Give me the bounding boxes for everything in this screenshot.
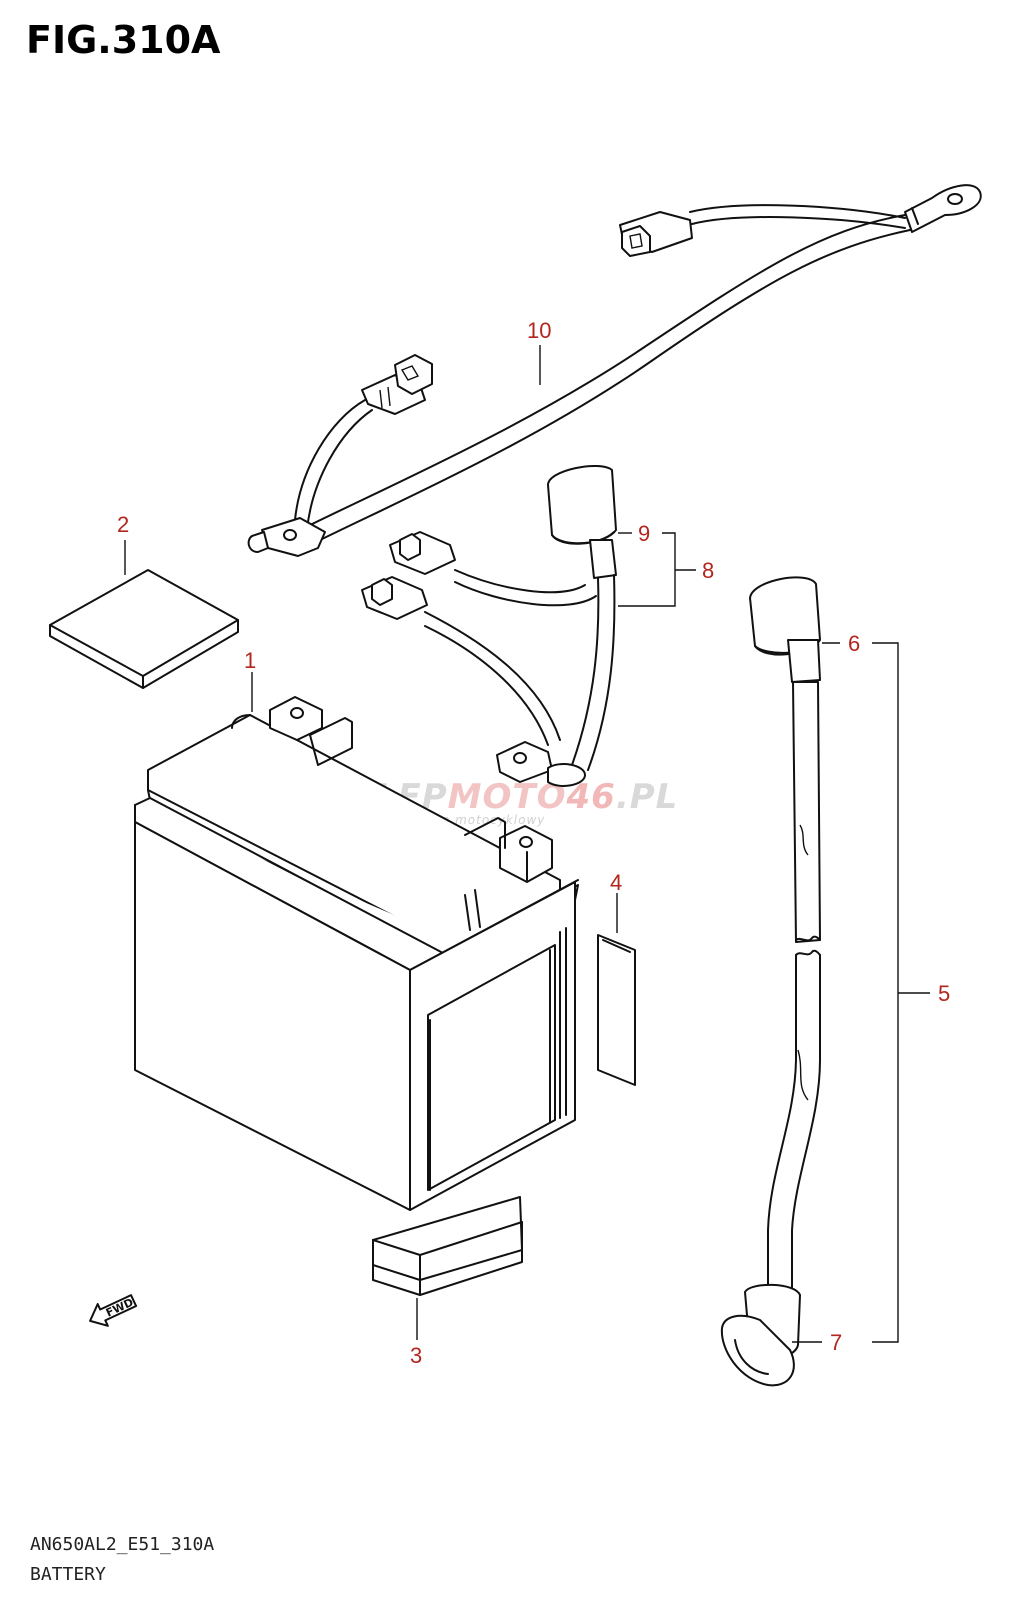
part-2-pad [49, 569, 239, 689]
part-8-9-battery-cables [361, 464, 617, 787]
part-3-spacer [372, 1196, 523, 1296]
leader-lines [124, 345, 930, 1343]
figure-title: FIG.310A [26, 18, 221, 62]
callout-4: 4 [610, 870, 622, 895]
forward-arrow-icon: FWD [89, 1294, 138, 1327]
part-4-strip [597, 934, 636, 1086]
callout-6: 6 [848, 631, 860, 656]
fwd-label: FWD [104, 1296, 136, 1320]
callout-1: 1 [244, 648, 256, 673]
section-name: BATTERY [30, 1564, 106, 1585]
callouts: 10 2 1 9 8 6 5 7 4 3 [117, 318, 950, 1368]
part-10-wire-harness [247, 184, 982, 557]
part-5-6-7-negative-cable [720, 576, 821, 1387]
model-code: AN650AL2_E51_310A [30, 1534, 215, 1555]
callout-5: 5 [938, 981, 950, 1006]
callout-10: 10 [527, 318, 551, 343]
part-1-battery [134, 696, 579, 1211]
callout-3: 3 [410, 1343, 422, 1368]
callout-8: 8 [702, 558, 714, 583]
callout-2: 2 [117, 512, 129, 537]
callout-7: 7 [830, 1330, 842, 1355]
watermark-brand-d: .PL [616, 777, 679, 817]
callout-9: 9 [638, 521, 650, 546]
watermark-brand-b: MOTO [448, 777, 567, 817]
